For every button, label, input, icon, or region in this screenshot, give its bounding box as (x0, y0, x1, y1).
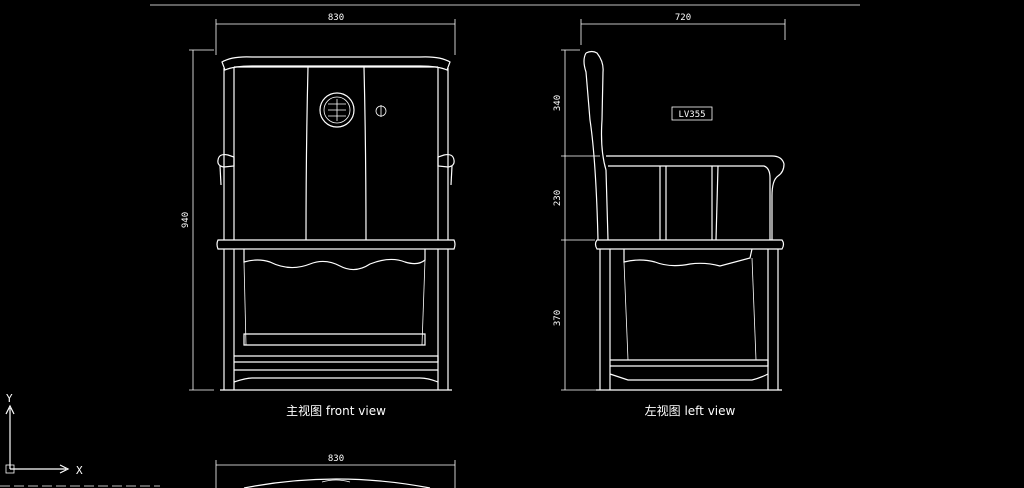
front-width-dim-text: 830 (328, 13, 344, 23)
top-view-crest-outline (243, 478, 431, 488)
front-splat-right-edge (363, 66, 367, 241)
left-lower-stretcher (610, 359, 769, 367)
front-apron (243, 249, 426, 271)
top-width-dim-text: 830 (328, 454, 344, 464)
left-view-caption: 左视图 left view (645, 403, 736, 418)
ucs-x-label: X (76, 464, 83, 477)
model-tag: LV355 (671, 106, 713, 121)
left-width-dim-text: 720 (675, 13, 691, 23)
left-height-dimensions: 340 230 370 (553, 49, 600, 391)
left-width-dimension: 720 (580, 13, 786, 45)
left-dim-upper-text: 340 (553, 95, 563, 111)
model-tag-text: LV355 (678, 110, 705, 120)
ucs-icon: Y X (5, 392, 83, 477)
front-seat-frame (216, 239, 456, 250)
front-right-arm-joint (437, 153, 455, 168)
front-splat-left-edge (305, 66, 309, 241)
front-view: 830 940 (181, 13, 456, 418)
front-view-caption: 主视图 front view (286, 403, 386, 418)
front-crest-rail (221, 56, 451, 71)
front-left-arm-joint (217, 153, 235, 168)
front-medallion (319, 92, 355, 128)
front-lower-stretcher (234, 355, 439, 363)
left-bottom-apron (609, 373, 769, 381)
left-back-post-rear (583, 52, 599, 241)
left-apron (623, 248, 753, 267)
front-bottom-apron (233, 377, 439, 383)
left-arm-rail (606, 155, 785, 240)
top-view: 830 (215, 454, 456, 488)
left-dim-middle-text: 230 (553, 190, 563, 206)
left-view: 720 340 230 370 LV355 (553, 13, 786, 418)
front-width-dimension: 830 (215, 13, 456, 55)
left-seat-frame (594, 239, 785, 250)
front-height-dimension: 940 (181, 49, 214, 391)
front-detail-marker (375, 105, 387, 117)
ucs-y-label: Y (6, 392, 13, 405)
front-footrest (243, 333, 426, 346)
left-dim-lower-text: 370 (553, 310, 563, 326)
left-back-post-front (585, 50, 609, 241)
front-height-dim-text: 940 (181, 212, 191, 228)
